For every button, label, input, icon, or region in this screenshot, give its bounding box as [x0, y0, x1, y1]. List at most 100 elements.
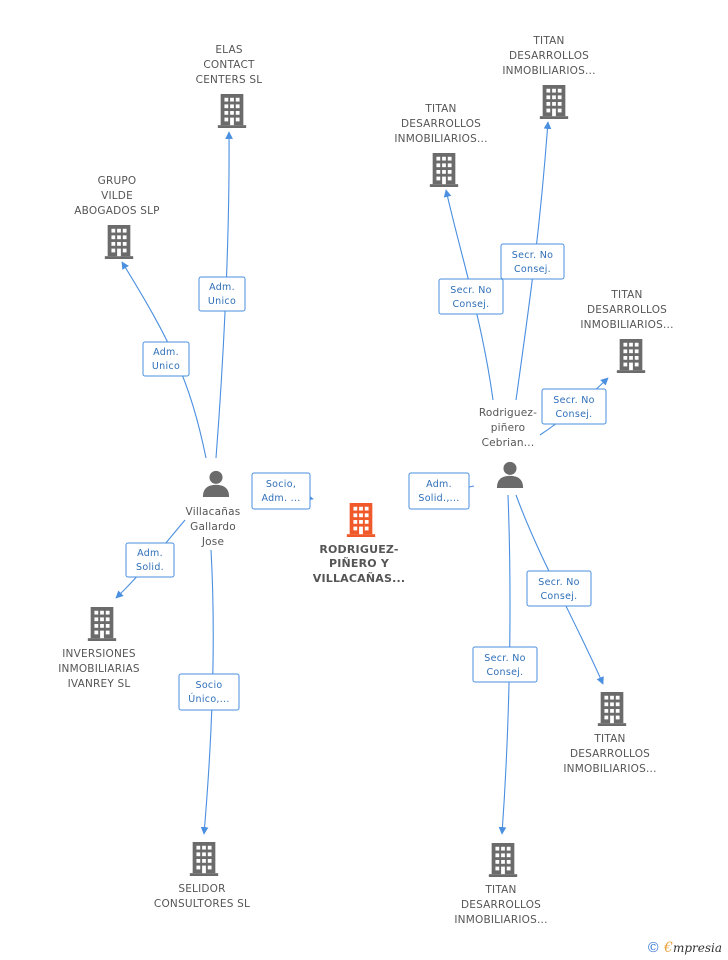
empresia-footer: © €mpresia [646, 940, 722, 956]
svg-text:INMOBILIARIOS...: INMOBILIARIOS... [454, 914, 547, 926]
svg-text:Jose: Jose [201, 536, 224, 548]
company-node-inversiones[interactable]: INVERSIONES INMOBILIARIAS IVANREY SL [58, 607, 140, 690]
company-node-selidor[interactable]: SELIDOR CONSULTORES SL [154, 842, 250, 910]
edge-label-rodriguez-titan-lower-right[interactable]: Secr. No Consej. [526, 570, 592, 607]
svg-text:Rodriguez-: Rodriguez- [479, 407, 537, 419]
svg-text:Consej.: Consej. [452, 299, 489, 310]
company-node-elas[interactable]: ELAS CONTACT CENTERS SL [196, 44, 263, 128]
person-icon [496, 461, 524, 488]
svg-text:ABOGADOS SLP: ABOGADOS SLP [74, 205, 159, 217]
svg-text:INMOBILIARIOS...: INMOBILIARIOS... [580, 319, 673, 331]
svg-text:VILLACAÑAS...: VILLACAÑAS... [313, 572, 406, 585]
edge-label-rodriguez-titan-right[interactable]: Secr. No Consej. [541, 388, 607, 425]
svg-text:INMOBILIARIOS...: INMOBILIARIOS... [502, 65, 595, 77]
svg-text:Adm. ...: Adm. ... [261, 493, 300, 504]
svg-text:IVANREY SL: IVANREY SL [68, 678, 131, 690]
svg-text:Adm.: Adm. [137, 548, 163, 559]
svg-text:Consej.: Consej. [555, 409, 592, 420]
company-node-titan-right[interactable]: TITAN DESARROLLOS INMOBILIARIOS... [580, 289, 673, 373]
svg-text:Solid.,...: Solid.,... [418, 493, 459, 504]
svg-text:DESARROLLOS: DESARROLLOS [461, 899, 541, 911]
svg-text:VILDE: VILDE [101, 190, 133, 202]
svg-text:INMOBILIARIOS...: INMOBILIARIOS... [563, 763, 656, 775]
svg-text:DESARROLLOS: DESARROLLOS [401, 118, 481, 130]
svg-text:TITAN: TITAN [424, 103, 456, 115]
brand-name: mpresia [672, 941, 722, 955]
svg-text:Secr. No: Secr. No [512, 250, 554, 261]
company-node-titan-bottom[interactable]: TITAN DESARROLLOS INMOBILIARIOS... [454, 843, 547, 926]
svg-text:ELAS: ELAS [215, 44, 243, 56]
building-icon [429, 153, 459, 187]
svg-text:piñero: piñero [491, 422, 525, 434]
svg-text:Socio: Socio [195, 680, 222, 691]
center-company-node[interactable]: RODRIGUEZ- PIÑERO Y VILLACAÑAS... [313, 503, 406, 585]
svg-text:RODRIGUEZ-: RODRIGUEZ- [319, 543, 398, 556]
person-icon [202, 470, 230, 497]
svg-text:Cebrian...: Cebrian... [482, 437, 535, 449]
person-node-rodriguez[interactable]: Rodriguez- piñero Cebrian... [479, 407, 537, 488]
building-icon [597, 692, 627, 726]
company-node-grupo-vilde[interactable]: GRUPO VILDE ABOGADOS SLP [74, 175, 159, 259]
svg-text:Socio,: Socio, [266, 479, 296, 490]
svg-text:Adm.: Adm. [426, 479, 452, 490]
svg-text:DESARROLLOS: DESARROLLOS [570, 748, 650, 760]
person-node-villacanas[interactable]: Villacañas Gallardo Jose [186, 470, 241, 548]
svg-text:Adm.: Adm. [153, 347, 179, 358]
building-icon [87, 607, 117, 641]
svg-text:SELIDOR: SELIDOR [178, 883, 225, 895]
svg-text:Consej.: Consej. [514, 264, 551, 275]
building-icon [217, 94, 247, 128]
svg-text:CONSULTORES SL: CONSULTORES SL [154, 898, 250, 910]
svg-text:TITAN: TITAN [484, 884, 516, 896]
svg-text:DESARROLLOS: DESARROLLOS [509, 50, 589, 62]
svg-text:INMOBILIARIOS...: INMOBILIARIOS... [394, 133, 487, 145]
edge-label-rodriguez-titan-top[interactable]: Secr. No Consej. [500, 243, 565, 280]
company-node-titan-lower-right[interactable]: TITAN DESARROLLOS INMOBILIARIOS... [563, 692, 656, 775]
brand-initial: € [664, 940, 673, 956]
svg-text:Unico: Unico [208, 296, 236, 307]
svg-text:Secr. No: Secr. No [450, 285, 492, 296]
svg-text:GRUPO: GRUPO [98, 175, 137, 187]
svg-text:PIÑERO Y: PIÑERO Y [329, 557, 390, 570]
svg-text:TITAN: TITAN [532, 35, 564, 47]
edges [115, 121, 609, 835]
svg-text:Villacañas: Villacañas [186, 506, 241, 518]
company-node-titan-top[interactable]: TITAN DESARROLLOS INMOBILIARIOS... [502, 35, 595, 119]
edge-label-villacanas-selidor[interactable]: Socio Único,... [178, 673, 240, 711]
svg-text:Secr. No: Secr. No [553, 395, 595, 406]
building-icon [104, 225, 134, 259]
company-node-titan-left[interactable]: TITAN DESARROLLOS INMOBILIARIOS... [394, 103, 487, 187]
edge-labels: Socio, Adm. ... Adm. Solid.,... Adm. Uni… [125, 243, 607, 711]
svg-text:INMOBILIARIAS: INMOBILIARIAS [58, 663, 140, 675]
edge-label-rodriguez-titan-left[interactable]: Secr. No Consej. [438, 278, 504, 315]
svg-text:INVERSIONES: INVERSIONES [62, 648, 136, 660]
building-icon [616, 339, 646, 373]
copyright-icon: © [646, 940, 661, 956]
svg-text:CENTERS SL: CENTERS SL [196, 74, 263, 86]
svg-text:Único,...: Único,... [188, 693, 229, 705]
building-icon [346, 503, 376, 537]
edge-label-rodriguez-center[interactable]: Adm. Solid.,... [408, 472, 470, 510]
edge-label-rodriguez-titan-bottom[interactable]: Secr. No Consej. [472, 646, 538, 683]
svg-text:Secr. No: Secr. No [484, 653, 526, 664]
edge-label-villacanas-center[interactable]: Socio, Adm. ... [251, 472, 311, 510]
svg-text:Adm.: Adm. [209, 282, 235, 293]
svg-text:TITAN: TITAN [610, 289, 642, 301]
svg-text:DESARROLLOS: DESARROLLOS [587, 304, 667, 316]
building-icon [539, 85, 569, 119]
svg-text:Secr. No: Secr. No [538, 577, 580, 588]
svg-text:TITAN: TITAN [593, 733, 625, 745]
building-icon [189, 842, 219, 876]
svg-text:CONTACT: CONTACT [203, 59, 255, 71]
edge-label-villacanas-vilde[interactable]: Adm. Unico [142, 341, 190, 377]
svg-text:Unico: Unico [152, 361, 180, 372]
edge-label-villacanas-elas[interactable]: Adm. Unico [198, 276, 246, 312]
svg-text:Consej.: Consej. [540, 591, 577, 602]
edge-label-villacanas-inversiones[interactable]: Adm. Solid. [125, 542, 175, 578]
svg-text:Solid.: Solid. [136, 562, 164, 573]
svg-text:Gallardo: Gallardo [190, 521, 236, 533]
building-icon [488, 843, 518, 877]
svg-text:Consej.: Consej. [486, 667, 523, 678]
